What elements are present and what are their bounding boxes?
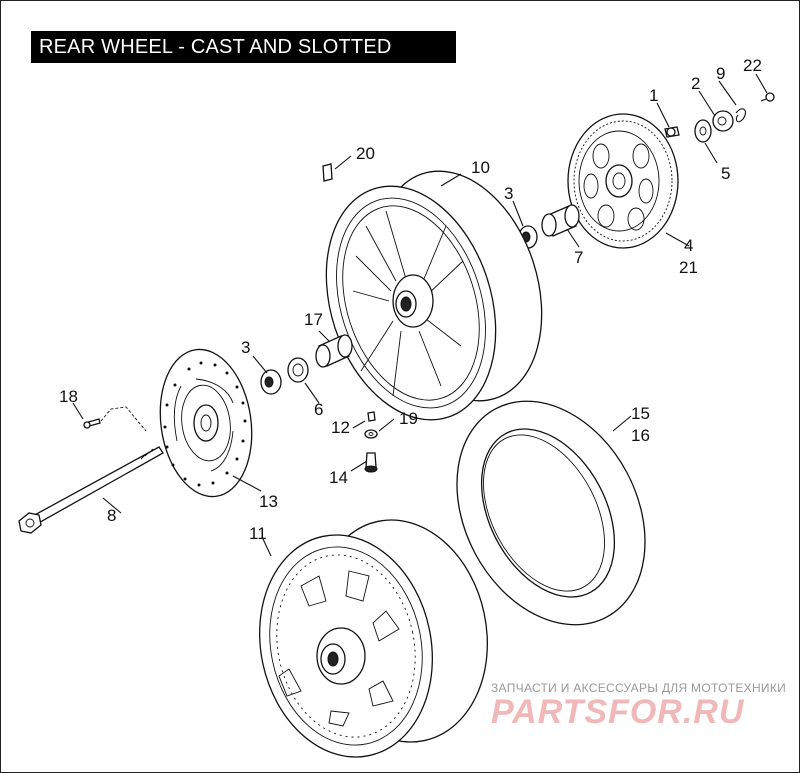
- callout-8: 8: [107, 506, 116, 525]
- callout-1: 1: [649, 86, 658, 105]
- axle-nut[interactable]: [712, 110, 734, 132]
- callout-3-upper: 3: [504, 184, 513, 203]
- wheel-spacer[interactable]: [315, 334, 353, 368]
- callout-12: 12: [331, 418, 350, 437]
- lower-bearing[interactable]: [260, 369, 282, 395]
- callout-17: 17: [304, 310, 323, 329]
- rear-tire[interactable]: [420, 368, 683, 657]
- callout-7: 7: [574, 248, 583, 267]
- callout-2: 2: [691, 74, 700, 93]
- pulley-spacer[interactable]: [541, 204, 580, 237]
- callout-6: 6: [314, 400, 323, 419]
- page-title: REAR WHEEL - CAST AND SLOTTED: [31, 31, 456, 63]
- callout-13: 13: [259, 492, 278, 511]
- rear-axle[interactable]: [18, 446, 164, 534]
- callout-15: 15: [631, 404, 650, 423]
- valve-cap[interactable]: [367, 411, 376, 422]
- inner-bearing[interactable]: [287, 357, 309, 383]
- callout-21: 21: [679, 258, 698, 277]
- watermark-brand: PARTSFOR.RU: [491, 693, 745, 731]
- rotor-screw[interactable]: [83, 406, 147, 432]
- callout-18: 18: [59, 387, 78, 406]
- callout-4: 4: [684, 236, 693, 255]
- rear-pulley[interactable]: [567, 113, 679, 249]
- valve-washer[interactable]: [364, 429, 378, 439]
- cast-wheel[interactable]: [298, 150, 570, 442]
- leader-lines: [72, 73, 768, 557]
- retaining-clip[interactable]: [735, 108, 746, 123]
- callout-16: 16: [631, 426, 650, 445]
- callout-22: 22: [743, 56, 762, 75]
- balance-weight[interactable]: [322, 163, 333, 182]
- callout-19: 19: [399, 409, 418, 428]
- washer[interactable]: [694, 119, 712, 143]
- slotted-wheel[interactable]: [240, 504, 508, 773]
- callout-10: 10: [471, 158, 490, 177]
- callout-3-lower: 3: [241, 338, 250, 357]
- cotter-pin[interactable]: [760, 92, 775, 102]
- brake-rotor[interactable]: [151, 343, 261, 502]
- pulley-bolt[interactable]: [664, 126, 680, 138]
- callout-9: 9: [716, 64, 725, 83]
- callout-5: 5: [721, 164, 730, 183]
- callout-11: 11: [249, 524, 267, 543]
- callout-14: 14: [329, 468, 348, 487]
- callout-20: 20: [356, 144, 375, 163]
- valve-stem[interactable]: [364, 452, 378, 473]
- watermark-tagline: ЗАПЧАСТИ И АКСЕССУАРЫ ДЛЯ МОТОТЕХНИКИ: [491, 681, 787, 695]
